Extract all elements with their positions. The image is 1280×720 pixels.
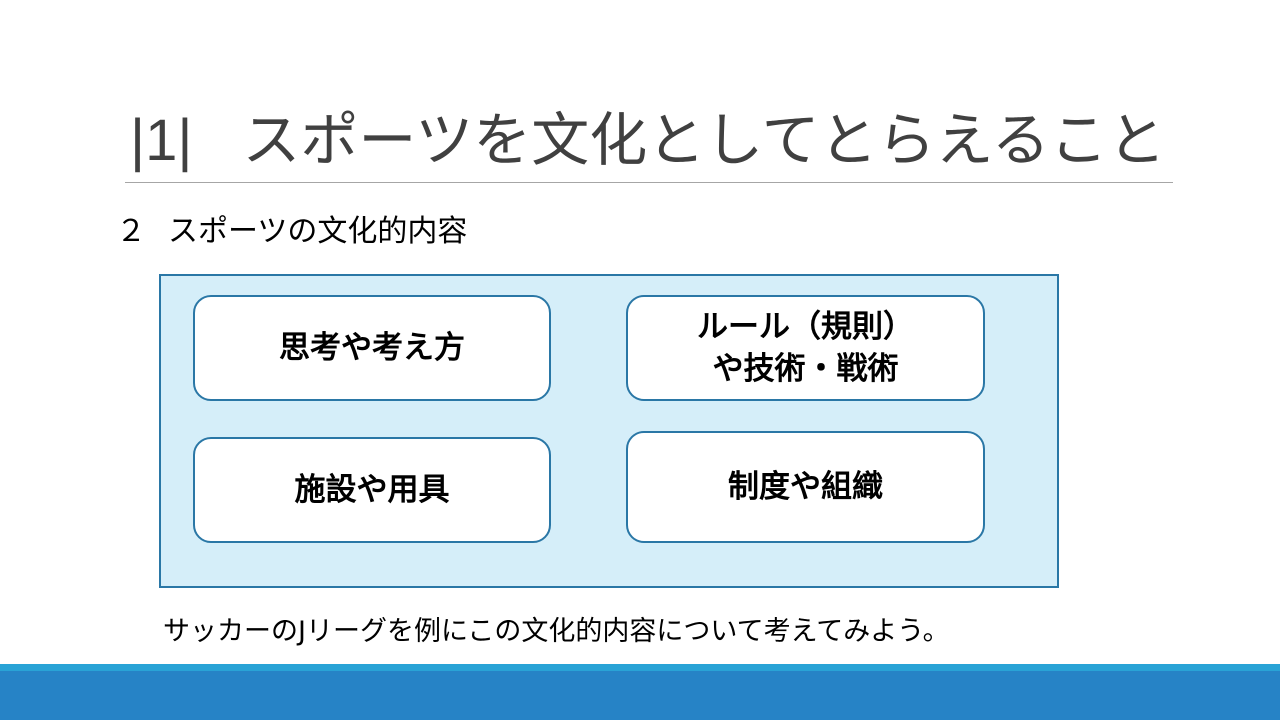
footer-bar — [0, 671, 1280, 720]
slide-title: |1| スポーツを文化としてとらえること — [130, 100, 1170, 180]
card-line: ルール（規則） — [697, 309, 914, 345]
card-systems-organizations: 制度や組織 — [626, 431, 985, 543]
subtitle: ２ スポーツの文化的内容 — [116, 210, 467, 254]
title-divider — [125, 182, 1173, 183]
card-thinking: 思考や考え方 — [193, 295, 551, 401]
caption-text: サッカーのJリーグを例にこの文化的内容について考えてみよう。 — [163, 616, 950, 647]
title-text: スポーツを文化としてとらえること — [242, 106, 1166, 174]
section-number: |1| — [130, 108, 193, 173]
card-line: や技術・戦術 — [712, 351, 899, 387]
subtitle-number: ２ — [116, 214, 146, 249]
subtitle-text: スポーツの文化的内容 — [168, 214, 468, 249]
card-rules-techniques: ルール（規則） や技術・戦術 — [626, 295, 985, 401]
card-line: 制度や組織 — [728, 469, 883, 505]
card-line: 施設や用具 — [294, 472, 450, 508]
card-line: 思考や考え方 — [279, 330, 465, 366]
card-facilities-equipment: 施設や用具 — [193, 437, 551, 543]
footer-accent-bar — [0, 664, 1280, 671]
